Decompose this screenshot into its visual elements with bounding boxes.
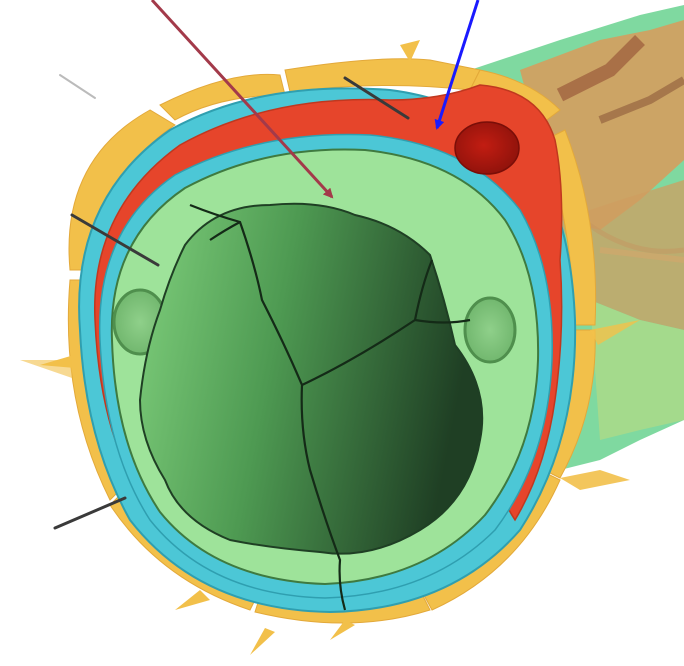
lumen [140, 204, 482, 554]
small-vessel [455, 122, 519, 174]
right-oval [465, 298, 515, 362]
